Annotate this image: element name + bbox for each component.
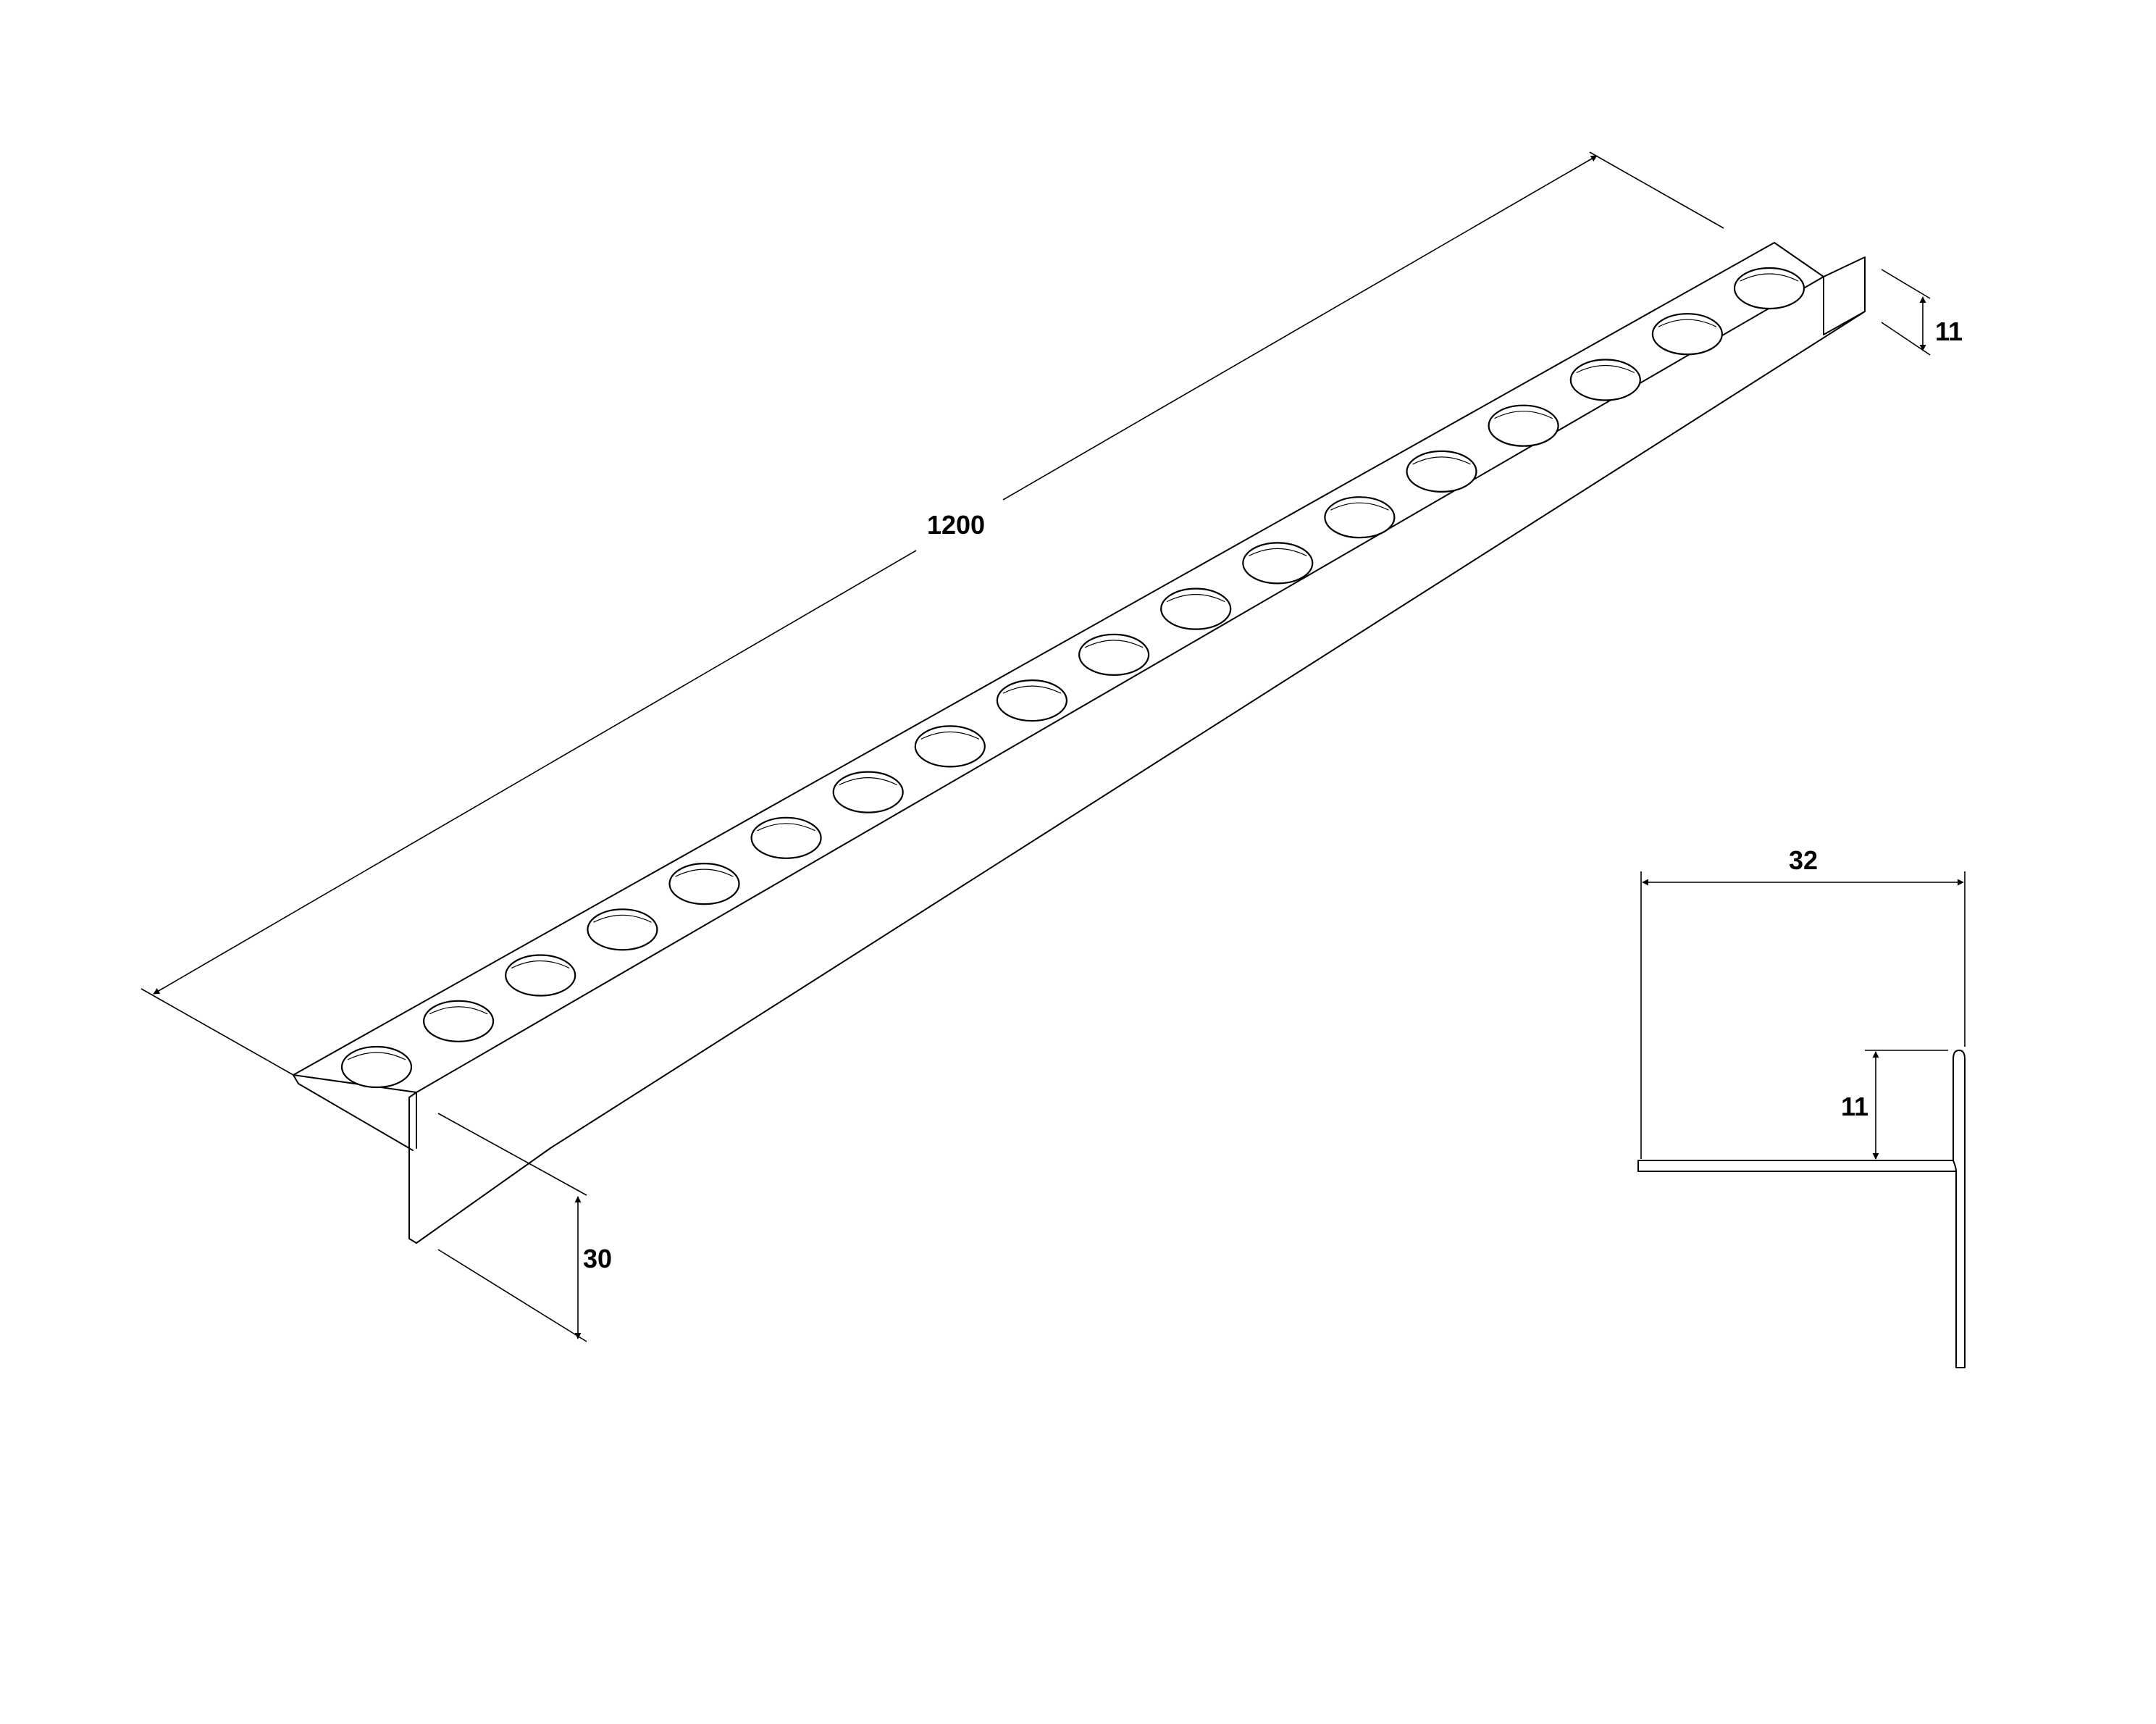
perforation-hole bbox=[1733, 267, 1805, 310]
isometric-profile bbox=[293, 242, 1866, 1244]
extension-line-top bbox=[437, 1113, 587, 1196]
dimension-length: 1200 bbox=[140, 151, 1724, 1076]
section-bend bbox=[1952, 1160, 1957, 1172]
extension-line-left bbox=[140, 988, 294, 1076]
dimension-line-length bbox=[154, 156, 1597, 994]
dimension-label-section-width: 32 bbox=[1789, 845, 1818, 875]
dimension-label-downstand: 30 bbox=[583, 1244, 612, 1273]
flange-back-edge bbox=[293, 1074, 414, 1151]
cross-section-view: 32 11 bbox=[1637, 845, 1966, 1368]
extension-line-top bbox=[1881, 269, 1931, 299]
extension-line-bottom bbox=[437, 1249, 587, 1342]
dimension-downstand: 30 bbox=[437, 1113, 612, 1342]
dimension-label-section-upstand: 11 bbox=[1841, 1092, 1868, 1121]
dimension-upstand-iso: 11 bbox=[1881, 269, 1963, 356]
perforation-hole bbox=[1651, 313, 1723, 356]
section-profile-outline bbox=[1637, 1050, 1966, 1368]
dimension-label-upstand: 11 bbox=[1935, 317, 1963, 346]
perforation-hole-edge bbox=[347, 1052, 406, 1060]
perforation-holes bbox=[340, 267, 1805, 1089]
downstand-edge bbox=[408, 1092, 417, 1098]
upstand-face bbox=[1823, 256, 1866, 335]
profile-front-face bbox=[550, 311, 1866, 1149]
perforation-hole-edge bbox=[1740, 273, 1799, 282]
downstand-face bbox=[408, 1092, 551, 1244]
perforation-hole bbox=[340, 1045, 413, 1089]
perforation-hole bbox=[422, 1000, 495, 1042]
dimension-label-length: 1200 bbox=[927, 510, 985, 540]
perforation-hole-edge bbox=[429, 1006, 488, 1015]
extension-line-right bbox=[1589, 151, 1724, 229]
perforation-hole-edge bbox=[1658, 319, 1717, 327]
